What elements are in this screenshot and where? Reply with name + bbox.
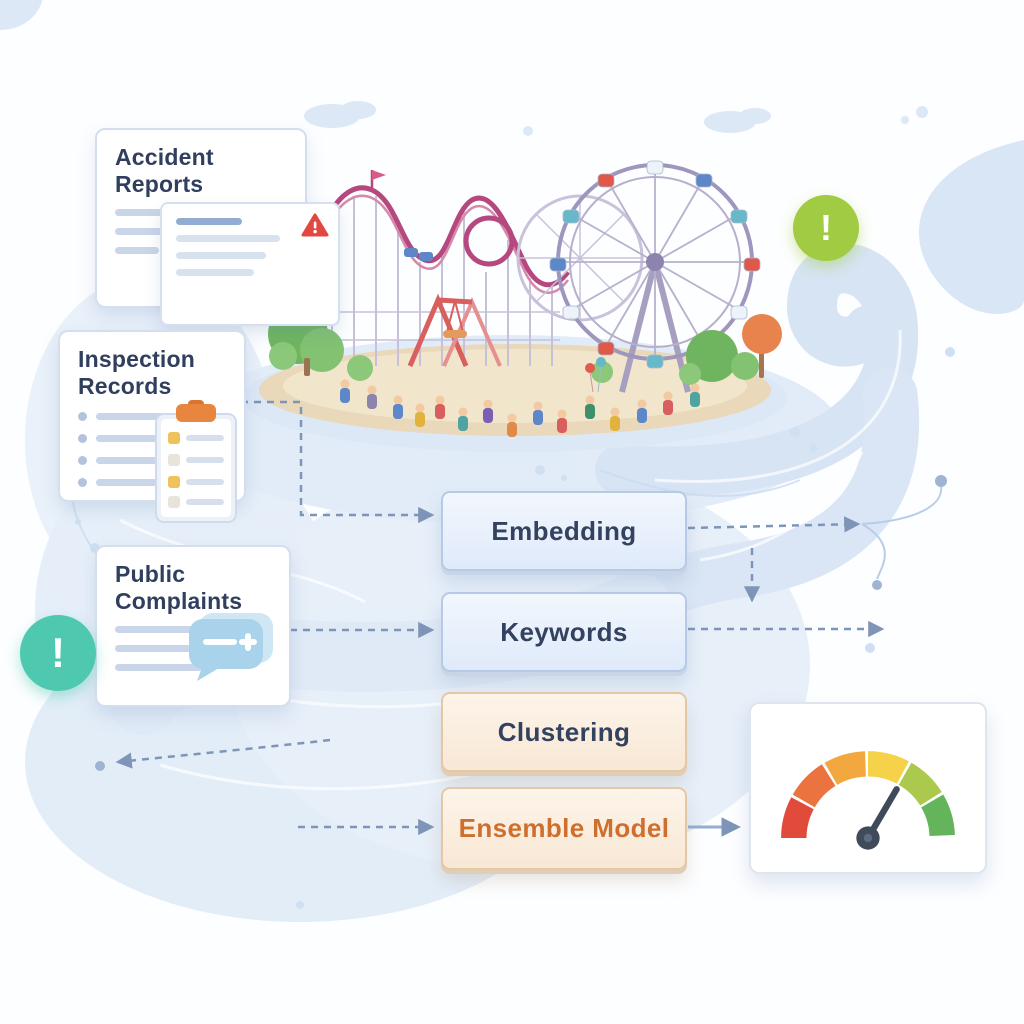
stage-ensemble-model: Ensemble Model <box>441 787 687 870</box>
wheel-cabins <box>549 160 761 369</box>
teal-exclamation-icon: ! <box>51 629 65 676</box>
coaster-train <box>404 248 433 261</box>
roller-coaster <box>294 170 570 366</box>
connectors <box>115 400 943 837</box>
flow-nodes <box>95 475 947 771</box>
sparkle-dots <box>75 347 955 909</box>
balloons <box>585 357 606 393</box>
park-visitors <box>340 379 700 437</box>
alert-badge-green: ! <box>793 195 859 261</box>
green-exclamation-icon: ! <box>820 207 832 248</box>
arrow-inspection-to-embedding <box>241 400 435 524</box>
stage-keywords-label: Keywords <box>500 616 628 647</box>
autumn-tree <box>742 314 782 354</box>
arrow-clustering-out <box>115 738 331 769</box>
clouds <box>304 101 928 136</box>
accident-report-document <box>160 202 340 326</box>
risk-gauge-card <box>749 702 987 874</box>
warning-triangle-icon <box>301 213 329 237</box>
swing-ride <box>407 293 502 367</box>
coaster-loop <box>463 215 515 267</box>
complaint-lines <box>97 626 289 672</box>
checklist-lines <box>60 412 244 488</box>
public-complaints-title: Public Complaints <box>115 561 243 614</box>
stage-embedding: Embedding <box>441 491 687 571</box>
inspection-records-title: Inspection Records <box>78 346 196 399</box>
clipboard-icon <box>155 400 237 523</box>
source-card-inspection-records: Inspection Records <box>58 330 246 523</box>
alert-badge-teal: ! <box>20 615 96 691</box>
risk-gauge <box>781 751 955 850</box>
source-card-public-complaints: Public Complaints <box>95 545 291 707</box>
ferris-wheel <box>549 160 761 393</box>
stage-clustering-label: Clustering <box>497 716 631 747</box>
stage-embedding-label: Embedding <box>491 515 637 546</box>
arrow-embedding-out <box>687 516 861 533</box>
amusement-park-scene <box>243 160 787 452</box>
accident-reports-title: Accident Reports <box>115 144 214 197</box>
wheel-spokes <box>558 165 752 359</box>
document-lines <box>97 209 305 255</box>
speech-bubble-icon <box>189 613 273 681</box>
source-card-accident-reports: Accident Reports <box>95 128 340 326</box>
stage-keywords: Keywords <box>441 592 687 672</box>
coaster-flag <box>372 170 386 180</box>
stage-ensemble-model-label: Ensemble Model <box>458 813 670 843</box>
stage-clustering: Clustering <box>441 692 687 772</box>
